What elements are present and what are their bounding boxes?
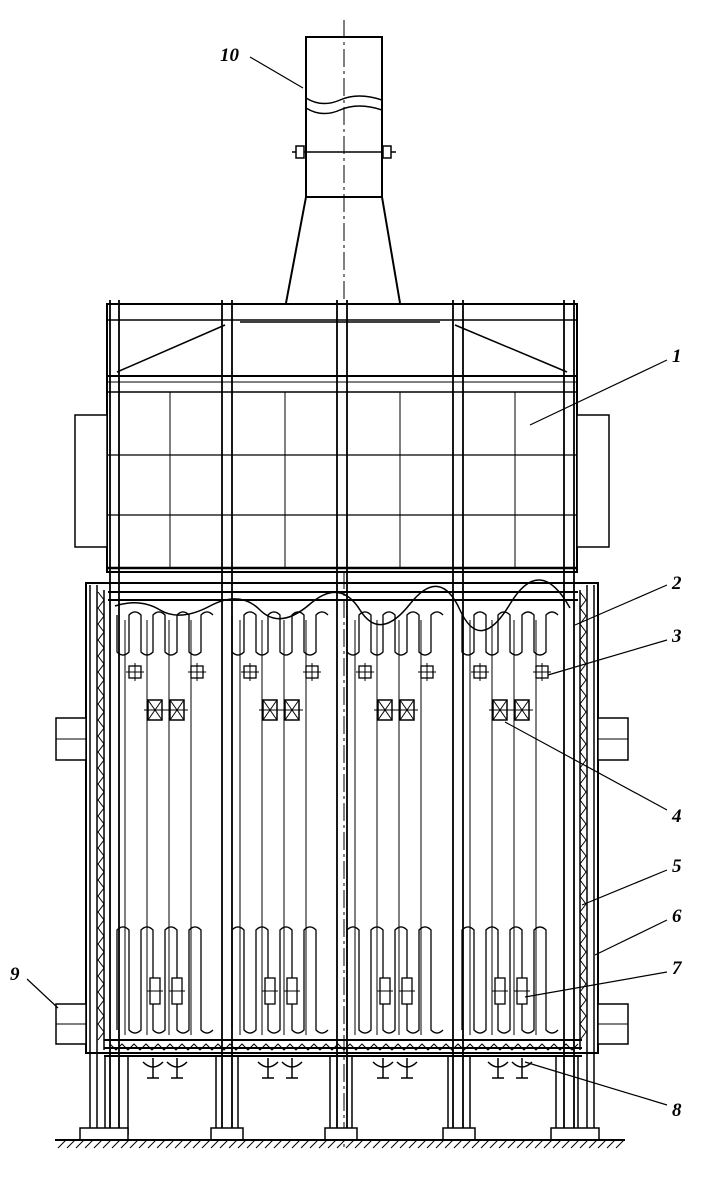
exhaust-duct xyxy=(285,20,401,1150)
upper-hood xyxy=(74,303,610,573)
bottom-support xyxy=(511,1058,533,1079)
bottom-support xyxy=(396,1058,418,1079)
floor-line xyxy=(55,1139,625,1149)
callout-4: 4 xyxy=(671,806,682,827)
lower-coil xyxy=(461,926,559,1034)
lower-coil xyxy=(116,926,214,1034)
bottom-support xyxy=(487,1058,509,1079)
callout-9: 9 xyxy=(10,964,20,985)
leader-lines xyxy=(26,56,668,1106)
terminal-cross xyxy=(471,663,489,681)
insulator-cross xyxy=(144,699,166,721)
insulator-cross xyxy=(511,699,533,721)
bottom-support xyxy=(166,1058,188,1079)
upper-coil xyxy=(461,611,559,656)
callout-2: 2 xyxy=(671,573,682,594)
lower-coil xyxy=(346,926,444,1034)
bottom-support xyxy=(281,1058,303,1079)
lower-chamber xyxy=(55,579,629,1135)
terminal-cross xyxy=(303,663,321,681)
callout-1: 1 xyxy=(672,346,682,367)
terminal-cross xyxy=(533,663,551,681)
terminal-cross xyxy=(188,663,206,681)
callout-3: 3 xyxy=(671,626,682,647)
callout-8: 8 xyxy=(672,1100,682,1121)
support-legs xyxy=(79,1056,600,1141)
terminal-cross xyxy=(356,663,374,681)
bottom-support xyxy=(142,1058,164,1079)
insulator-cross xyxy=(396,699,418,721)
terminal-cross xyxy=(418,663,436,681)
bottom-support xyxy=(257,1058,279,1079)
terminal-cross xyxy=(241,663,259,681)
terminal-cross xyxy=(126,663,144,681)
insulator-cross xyxy=(166,699,188,721)
callout-6: 6 xyxy=(672,906,682,927)
bottom-support xyxy=(372,1058,394,1079)
insulator-cross xyxy=(374,699,396,721)
callout-7: 7 xyxy=(672,958,683,979)
callout-5: 5 xyxy=(672,856,682,877)
insulator-cross xyxy=(259,699,281,721)
lower-coil xyxy=(231,926,329,1034)
upper-coil xyxy=(231,611,329,656)
upper-coil xyxy=(116,611,214,656)
insulator-cross xyxy=(489,699,511,721)
heating-elements xyxy=(116,611,559,1079)
upper-coil xyxy=(346,611,444,656)
callout-10: 10 xyxy=(220,45,240,66)
insulator-cross xyxy=(281,699,303,721)
